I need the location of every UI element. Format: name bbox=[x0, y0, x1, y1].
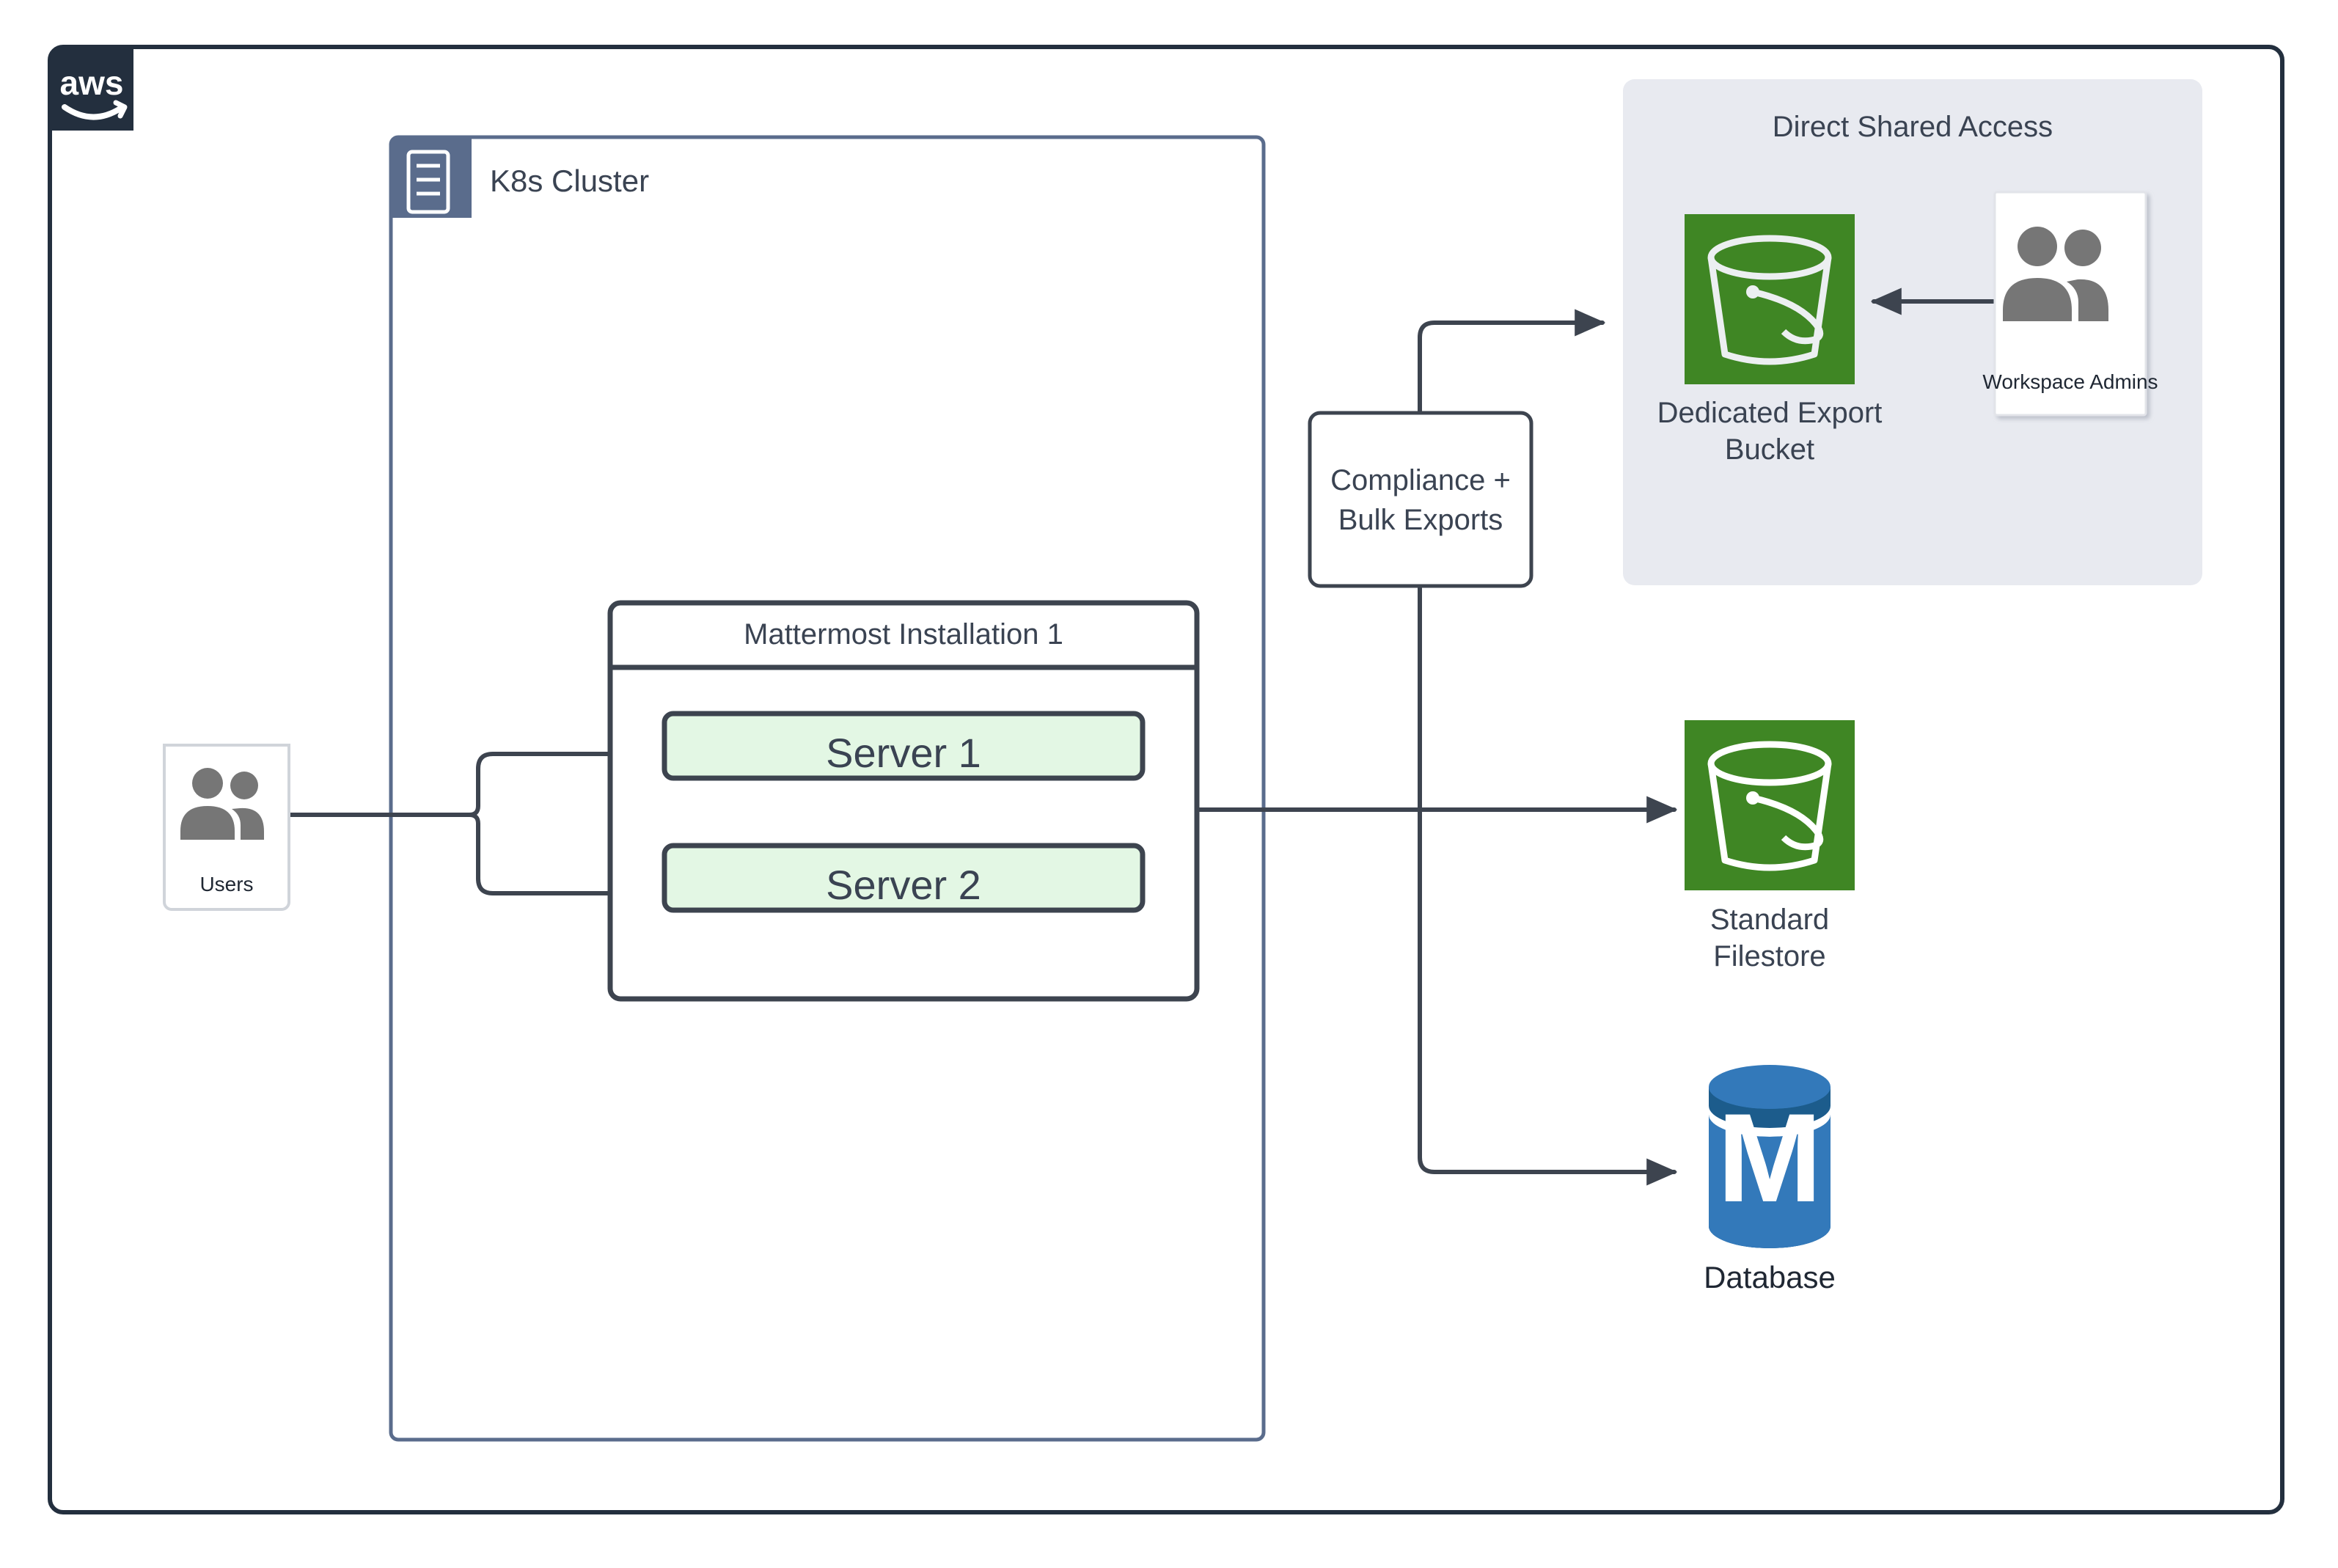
mattermost-installation-title: Mattermost Installation 1 bbox=[744, 618, 1063, 651]
server-2-box[interactable] bbox=[662, 843, 1146, 913]
edge-split-to-server2 bbox=[467, 813, 649, 907]
aws-smile-icon bbox=[62, 104, 123, 120]
workspace-admins-label: Workspace Admins bbox=[1982, 370, 2158, 393]
edge-compliance-trunk-down bbox=[1418, 586, 1678, 1186]
standard-filestore-label-line2: Filestore bbox=[1713, 940, 1825, 972]
edge-compliance-trunk-up bbox=[1418, 309, 1606, 413]
k8s-cluster-label: K8s Cluster bbox=[490, 164, 649, 198]
s3-bucket-icon bbox=[1707, 235, 1832, 365]
mattermost-installation-box bbox=[607, 600, 1200, 1002]
aws-smile-tip-icon bbox=[113, 100, 128, 119]
direct-shared-access-title: Direct Shared Access bbox=[1773, 111, 2053, 143]
users-node-label: Users bbox=[199, 873, 253, 895]
workspace-admins-users-icon bbox=[2003, 227, 2108, 321]
standard-filestore-label-line1: Standard bbox=[1710, 904, 1829, 936]
k8s-cluster-badge bbox=[391, 137, 472, 218]
edges bbox=[287, 287, 1996, 1186]
aws-badge-label: aws bbox=[60, 64, 124, 102]
users-icon bbox=[180, 768, 264, 840]
compliance-bulk-exports-box[interactable] bbox=[1308, 411, 1533, 588]
compliance-bulk-exports-line2: Bulk Exports bbox=[1338, 504, 1503, 536]
dedicated-export-bucket-label-line2: Bucket bbox=[1725, 433, 1814, 466]
server-1-label: Server 1 bbox=[826, 730, 981, 776]
compliance-bulk-exports-line1: Compliance + bbox=[1330, 464, 1511, 497]
mattermost-database-glyph: M bbox=[1717, 1088, 1822, 1228]
server-rack-icon bbox=[406, 150, 450, 214]
mattermost-database-icon[interactable] bbox=[1709, 1065, 1831, 1248]
dedicated-export-bucket-label-line1: Dedicated Export bbox=[1657, 397, 1883, 429]
database-label: Database bbox=[1704, 1260, 1836, 1294]
server-2-label: Server 2 bbox=[826, 862, 981, 908]
standard-filestore-s3-bucket-icon bbox=[1707, 741, 1832, 871]
server-1-box[interactable] bbox=[662, 711, 1146, 781]
